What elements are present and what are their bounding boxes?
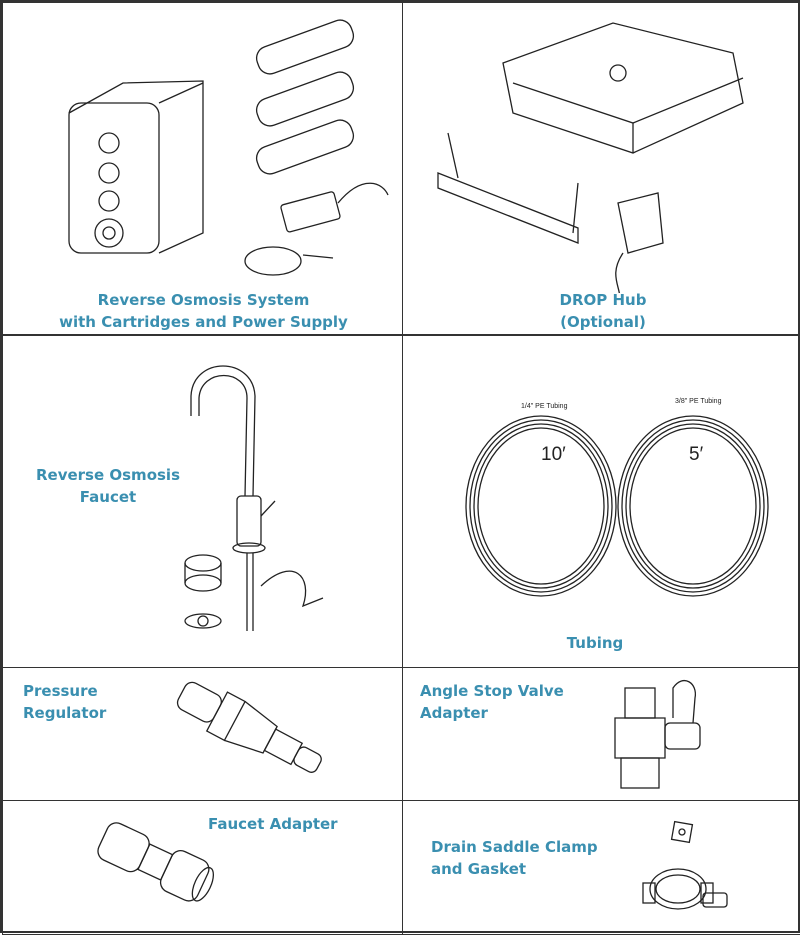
faucet-illustration xyxy=(184,365,324,631)
label-tubing: Tubing xyxy=(566,634,624,652)
tube1-length: 10′ xyxy=(541,444,566,465)
part-faucet-adapter: Faucet Adapter xyxy=(2,800,403,935)
label-faucet-adapter: Faucet Adapter xyxy=(208,815,338,833)
faucet-adapter-illustration xyxy=(97,822,215,902)
cartridge-icon xyxy=(255,19,355,75)
tube2-length: 5′ xyxy=(689,444,704,465)
drop-hub-illustration xyxy=(437,22,744,293)
tube2-label: 3/8" PE Tubing xyxy=(675,398,722,405)
ro-system-illustration xyxy=(68,19,389,276)
part-drop-hub: DROP Hub(Optional) xyxy=(402,2,800,335)
drain-saddle-clamp-illustration xyxy=(642,820,728,910)
tubing-coil-quarter-inch xyxy=(465,415,617,597)
tubing-illustration xyxy=(465,415,769,597)
tubing-coil-three-eighths-inch xyxy=(617,415,769,597)
label-drop-hub: DROP Hub(Optional) xyxy=(559,291,647,331)
angle-stop-adapter-illustration xyxy=(614,679,701,789)
pressure-regulator-illustration xyxy=(176,681,322,773)
tube1-label: 1/4" PE Tubing xyxy=(521,403,568,410)
part-tubing: 1/4" PE Tubing 10′ 3/8" PE Tubing 5′ Tub… xyxy=(402,335,800,668)
